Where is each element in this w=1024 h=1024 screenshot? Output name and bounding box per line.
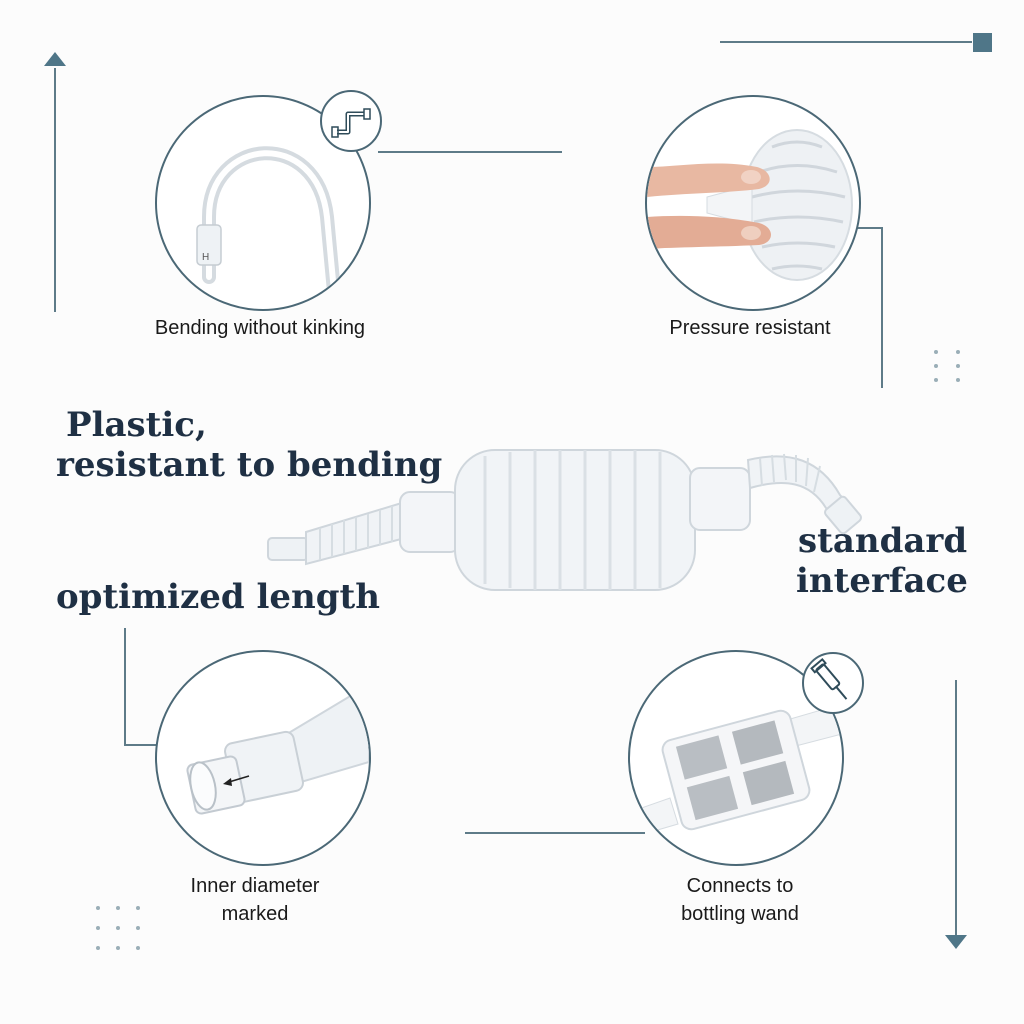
heading-plastic-line2: resistant to bending	[56, 445, 443, 485]
siphon-pump-image	[267, 449, 862, 591]
heading-interface: interface	[796, 561, 968, 601]
pipe-bend-icon	[320, 90, 382, 152]
mesh-filter-image	[630, 703, 842, 839]
bending-caption: Bending without kinking	[154, 317, 366, 339]
heading-standard: standard	[798, 521, 968, 561]
svg-text:H: H	[202, 252, 209, 263]
diameter-circle	[155, 650, 371, 866]
dot-grid-left	[96, 906, 146, 952]
heading-optimized-length: optimized length	[56, 577, 380, 617]
pressure-caption: Pressure resistant	[669, 317, 831, 339]
bent-tube-image: H	[196, 146, 342, 309]
diameter-caption-line2: marked	[221, 903, 289, 925]
wand-icon	[802, 652, 864, 714]
squeeze-bulb-image	[647, 129, 853, 281]
wand-caption-line2: bottling wand	[681, 903, 799, 925]
wand-caption-line1: Connects to	[686, 875, 794, 897]
diameter-caption-line1: Inner diameter	[190, 875, 320, 897]
heading-plastic-line1: Plastic,	[66, 405, 207, 445]
bending-circle: H	[155, 95, 371, 311]
tube-end-image	[186, 691, 369, 815]
dot-grid-right	[934, 350, 964, 386]
pressure-circle	[645, 95, 861, 311]
